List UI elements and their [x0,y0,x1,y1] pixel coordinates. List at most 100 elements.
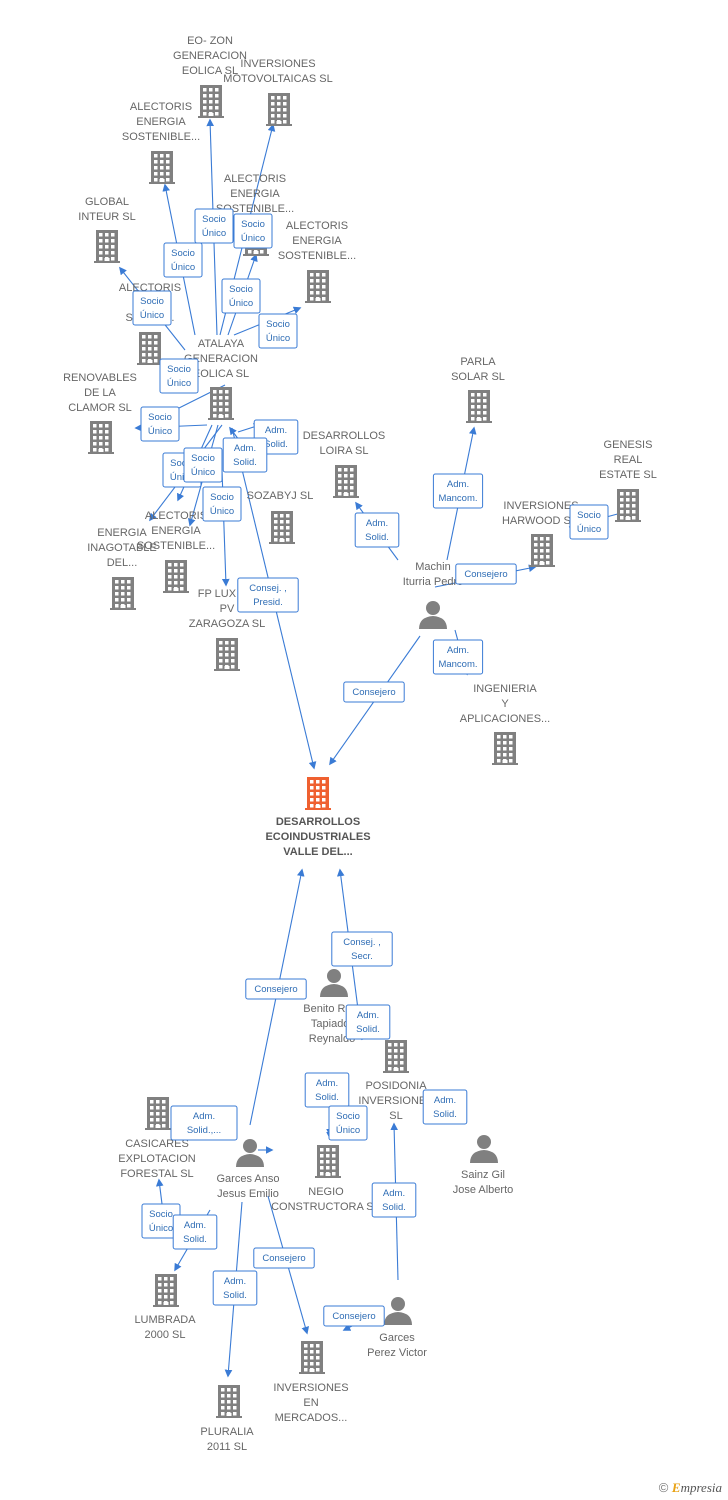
relation-label-box [323,1305,385,1327]
company-node-alect1[interactable]: ALECTORISENERGIASOSTENIBLE... [122,101,200,184]
relation-label[interactable]: Adm.Solid. [371,1182,417,1218]
relation-label-box [371,1182,417,1218]
brand-logo: Empresia [671,1480,722,1495]
relation-label-text: Único [202,228,226,239]
relation-label-text: Socio [140,296,164,307]
company-node-alect5[interactable]: ALECTORISENERGIASOSTENIBLE... [137,510,215,593]
relation-label[interactable]: Consejero [253,1247,315,1269]
relation-label-text: Solid. [315,1092,339,1103]
node-label: SOSTENIBLE... [216,203,294,215]
relation-label[interactable]: Consejero [455,563,517,585]
person-icon [320,969,348,997]
building-icon [269,511,295,544]
relation-label[interactable]: Consejero [323,1305,385,1327]
relation-label-text: Socio [167,364,191,375]
node-label: 2011 SL [207,1441,247,1453]
node-label: DEL... [107,557,138,569]
person-icon [236,1139,264,1167]
relation-label-text: Consej. , [343,937,381,948]
node-label: ESTATE SL [599,469,657,481]
node-label: EO- ZON [187,35,233,47]
building-icon [198,85,224,118]
building-icon [466,390,492,423]
relation-label-box [258,313,298,349]
relation-label[interactable]: Adm.Solid. [422,1089,468,1125]
relation-label[interactable]: Consej. ,Presid. [237,577,299,613]
relation-label-text: Adm. [357,1010,379,1021]
node-label: INVERSIONES [503,500,578,512]
relation-label-text: Socio [148,412,172,423]
relation-label-text: Solid. [356,1024,380,1035]
node-label: GLOBAL [85,196,129,208]
relation-label-text: Adm. [234,443,256,454]
company-node-sozabyj[interactable]: SOZABYJ SL [247,490,314,544]
building-icon [529,534,555,567]
relation-label-text: Solid. [264,439,288,450]
building-icon [163,560,189,593]
node-label: SOSTENIBLE... [137,540,215,552]
relation-label[interactable]: Consej. ,Secr. [331,931,393,967]
relation-label[interactable]: Adm.Mancom. [432,639,484,675]
company-node-ingenieria[interactable]: INGENIERIAYAPLICACIONES... [460,683,550,765]
building-icon [149,151,175,184]
relation-label[interactable]: Adm.Solid. [212,1270,258,1306]
node-label: ENERGIA [292,235,342,247]
person-icon [419,601,447,629]
relation-label[interactable]: Consejero [245,978,307,1000]
company-node-invmercados[interactable]: INVERSIONESENMERCADOS... [273,1341,349,1424]
relation-label[interactable]: Adm.Mancom. [432,473,484,509]
relation-label-text: Adm. [316,1078,338,1089]
relation-label[interactable]: Adm.Solid. [172,1214,218,1250]
building-icon [110,577,136,610]
relation-label[interactable]: Adm.Solid. [222,437,268,473]
relation-label[interactable]: Adm. Solid. [304,1072,350,1108]
relation-label-text: Único [577,524,601,535]
company-node-energiainag[interactable]: ENERGIAINAGOTABLEDEL... [87,527,157,610]
relation-label[interactable]: Adm. Solid. [345,1004,391,1040]
relation-label[interactable]: Consejero [343,681,405,703]
relation-label-text: Socio [149,1209,173,1220]
node-label: ENERGIA [230,188,280,200]
relation-label-box [331,931,393,967]
relation-label-box [159,358,199,394]
relation-label[interactable]: Adm.Solid. [354,512,400,548]
relation-label[interactable]: Adm.Solid.,... [170,1105,238,1141]
relation-label-text: Adm. [184,1220,206,1231]
building-icon [216,1385,242,1418]
company-node-alect3[interactable]: ALECTORISENERGIASOSTENIBLE... [278,220,356,303]
node-label: FORESTAL SL [120,1168,193,1180]
relation-label-box [304,1072,350,1108]
